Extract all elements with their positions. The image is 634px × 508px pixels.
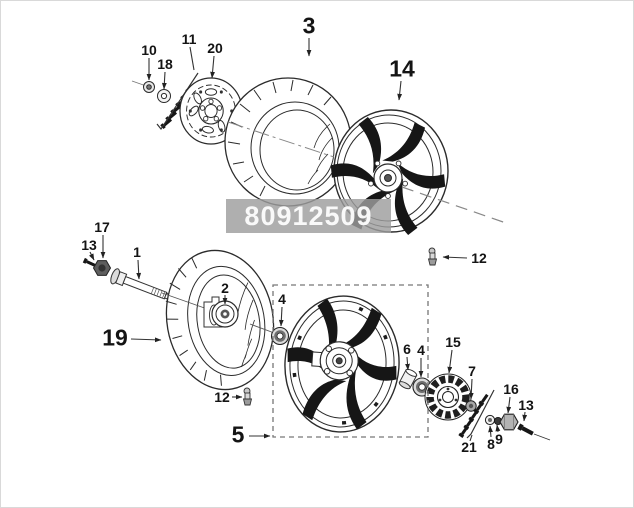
axle-nut-drawing-17 [92, 260, 112, 276]
washer-drawing-18 [157, 89, 171, 103]
watermark-overlay: 80912509 [226, 199, 391, 233]
leader-lines [89, 38, 528, 442]
axle-drawing-1 [110, 268, 170, 300]
nut-drawing-7 [465, 400, 477, 412]
spacer-drawing-6 [398, 368, 418, 390]
bearing-drawing-4-left [270, 326, 290, 346]
nut-drawing-16 [499, 413, 519, 431]
valve-stem-drawing-12-bottom [242, 387, 253, 406]
rear-brake-disc-drawing-15 [424, 373, 472, 421]
rear-wheel-drawing-5 [284, 295, 400, 433]
nut-drawing-10 [143, 81, 155, 93]
valve-stem-drawing-12-top [427, 247, 438, 266]
axis-line-front [227, 121, 335, 158]
sprocket-bolts-drawing-21 [458, 389, 495, 439]
bolt-drawing-13-right [517, 423, 551, 441]
washer-drawing-8 [484, 414, 496, 426]
hub-drawing-2 [203, 296, 239, 328]
